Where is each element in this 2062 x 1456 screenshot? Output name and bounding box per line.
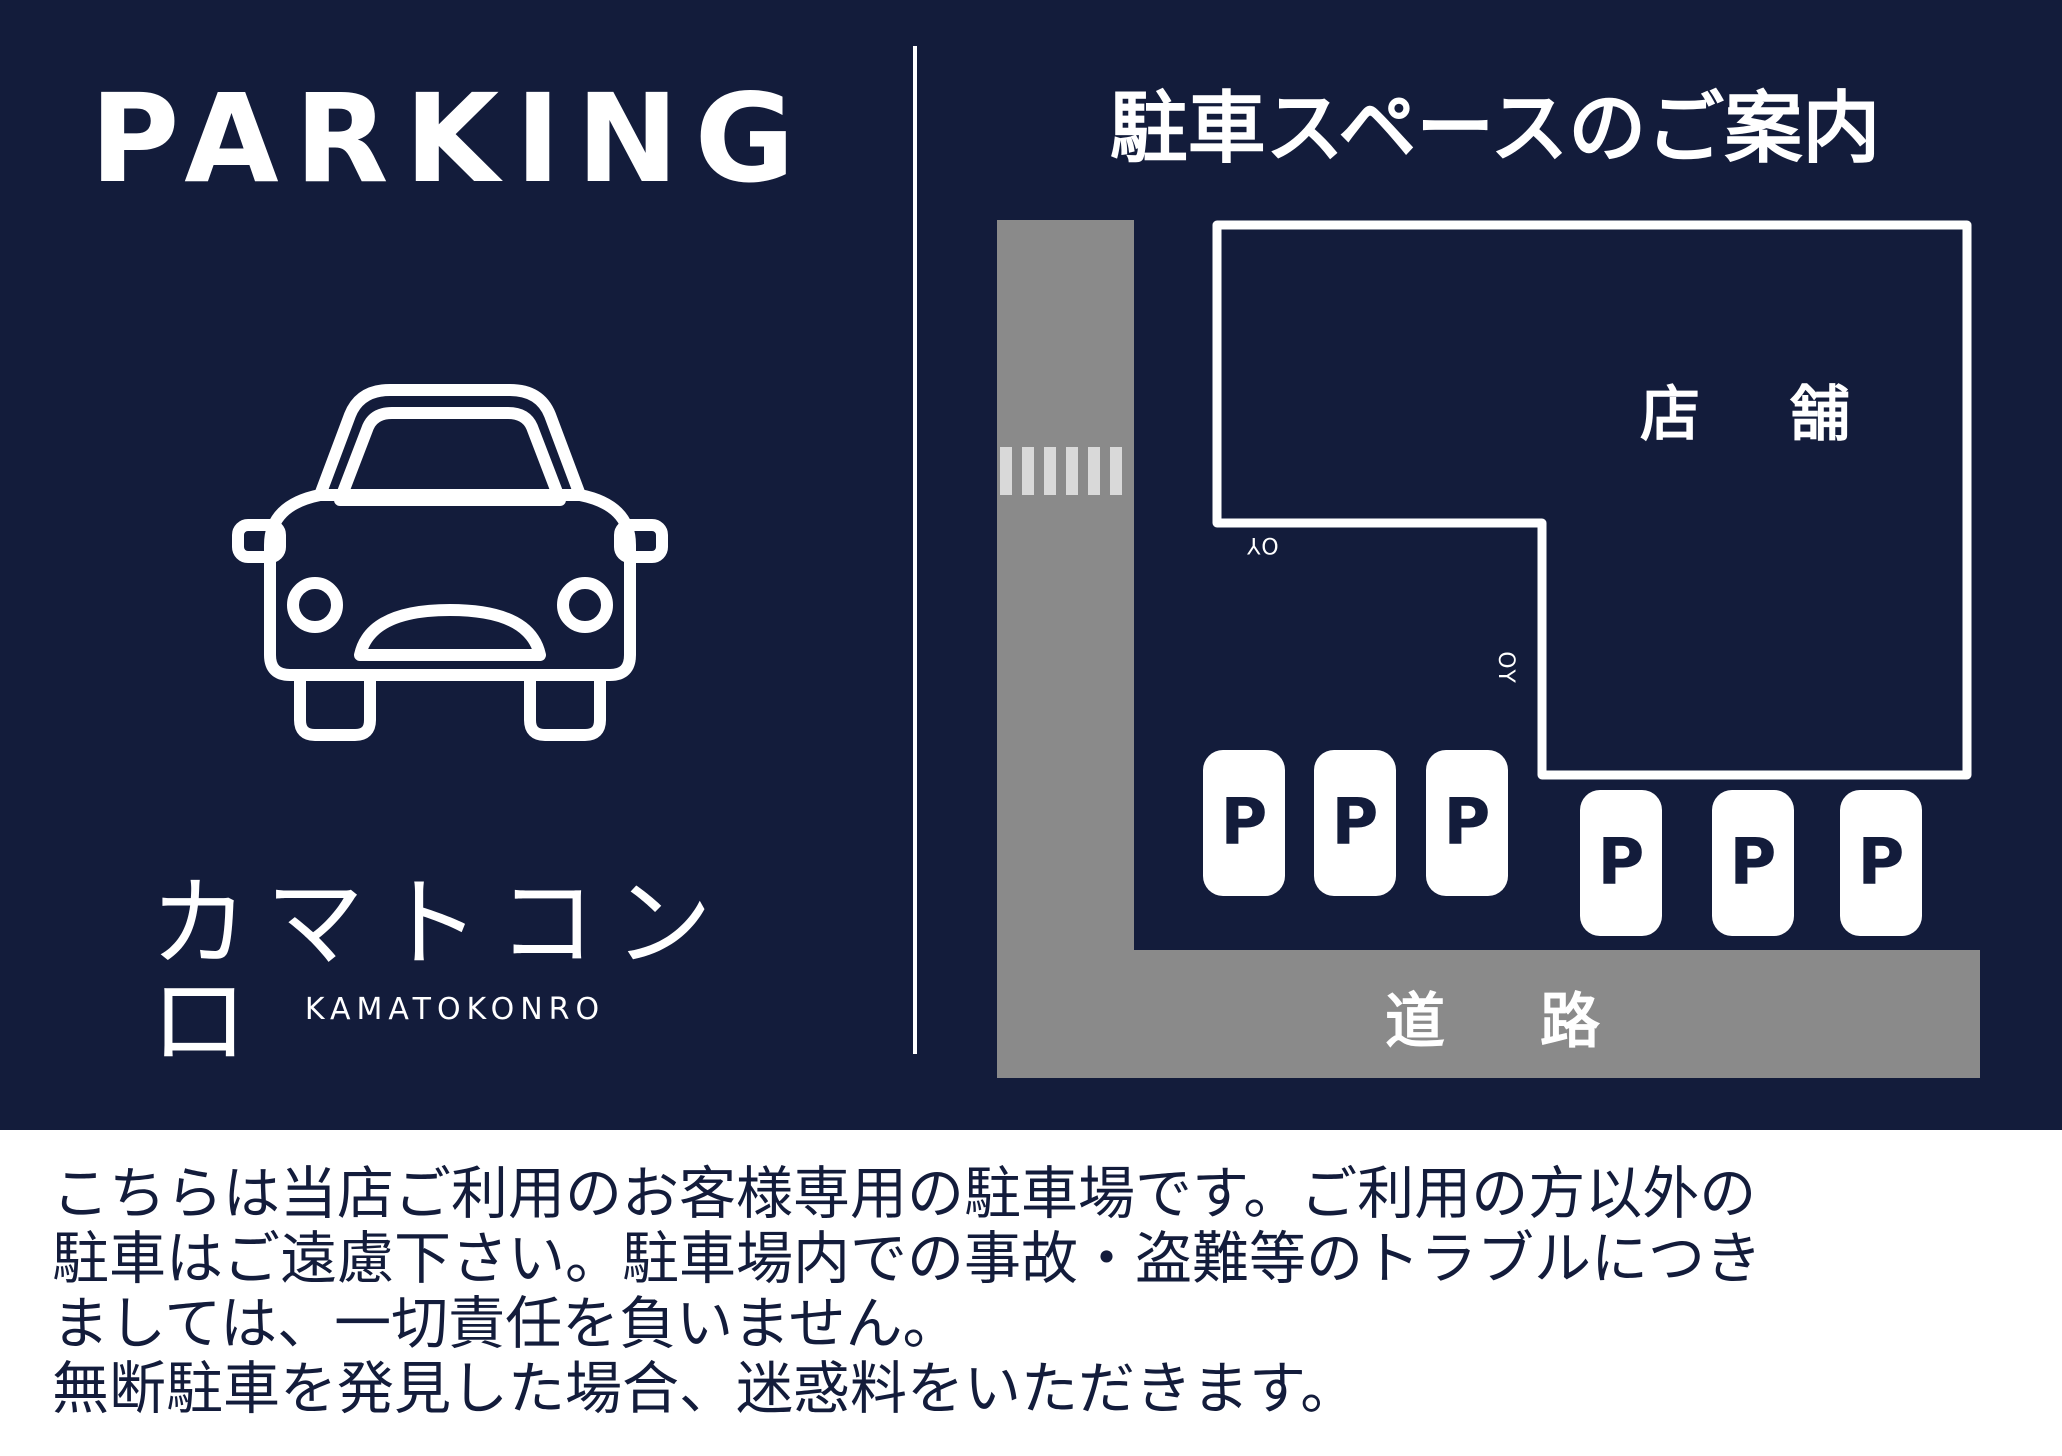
brand-name-jp: カマトコンロ	[150, 867, 731, 1079]
notice-text: こちらは当店ご利用のお客様専用の駐車場です。ご利用の方以外の 駐車はご遠慮下さい…	[52, 1162, 2032, 1422]
road-label-char-1: 道	[1385, 987, 1445, 1057]
notice-line: ましては、一切責任を負いません。	[52, 1291, 960, 1357]
notice-line: こちらは当店ご利用のお客様専用の駐車場です。ご利用の方以外の	[52, 1161, 1757, 1227]
parking-spot-2: P	[1314, 750, 1396, 896]
parking-spot-1: P	[1203, 750, 1285, 896]
parking-title: PARKING	[90, 68, 811, 210]
notice-line: 無断駐車を発見した場合、迷惑料をいただきます。	[52, 1356, 1358, 1422]
top-panel: PARKING カマトコンロ	[0, 0, 2062, 1130]
notice-line: 駐車はご遠慮下さい。駐車場内での事故・盗難等のトラブルにつき	[52, 1226, 1762, 1292]
entrance-label-top: OY	[1245, 532, 1279, 557]
brand-name-en: KAMATOKONRO	[304, 992, 606, 1027]
entrance-label-side: OY	[1492, 651, 1518, 685]
parking-map	[997, 220, 1980, 1078]
parking-spot-3: P	[1426, 750, 1508, 896]
map-title: 駐車スペースのご案内	[1109, 84, 1881, 174]
vertical-divider	[913, 46, 917, 1054]
store-label: 店舗	[1640, 385, 1850, 445]
store-label-char-1: 店	[1640, 380, 1700, 450]
parking-spot-5: P	[1712, 790, 1794, 936]
parking-spot-4: P	[1580, 790, 1662, 936]
parking-spot-6: P	[1840, 790, 1922, 936]
car-icon	[232, 384, 668, 741]
store-label-char-2: 舗	[1790, 380, 1850, 450]
road-label-char-2: 路	[1540, 987, 1600, 1057]
road-label: 道路	[1385, 992, 1600, 1052]
